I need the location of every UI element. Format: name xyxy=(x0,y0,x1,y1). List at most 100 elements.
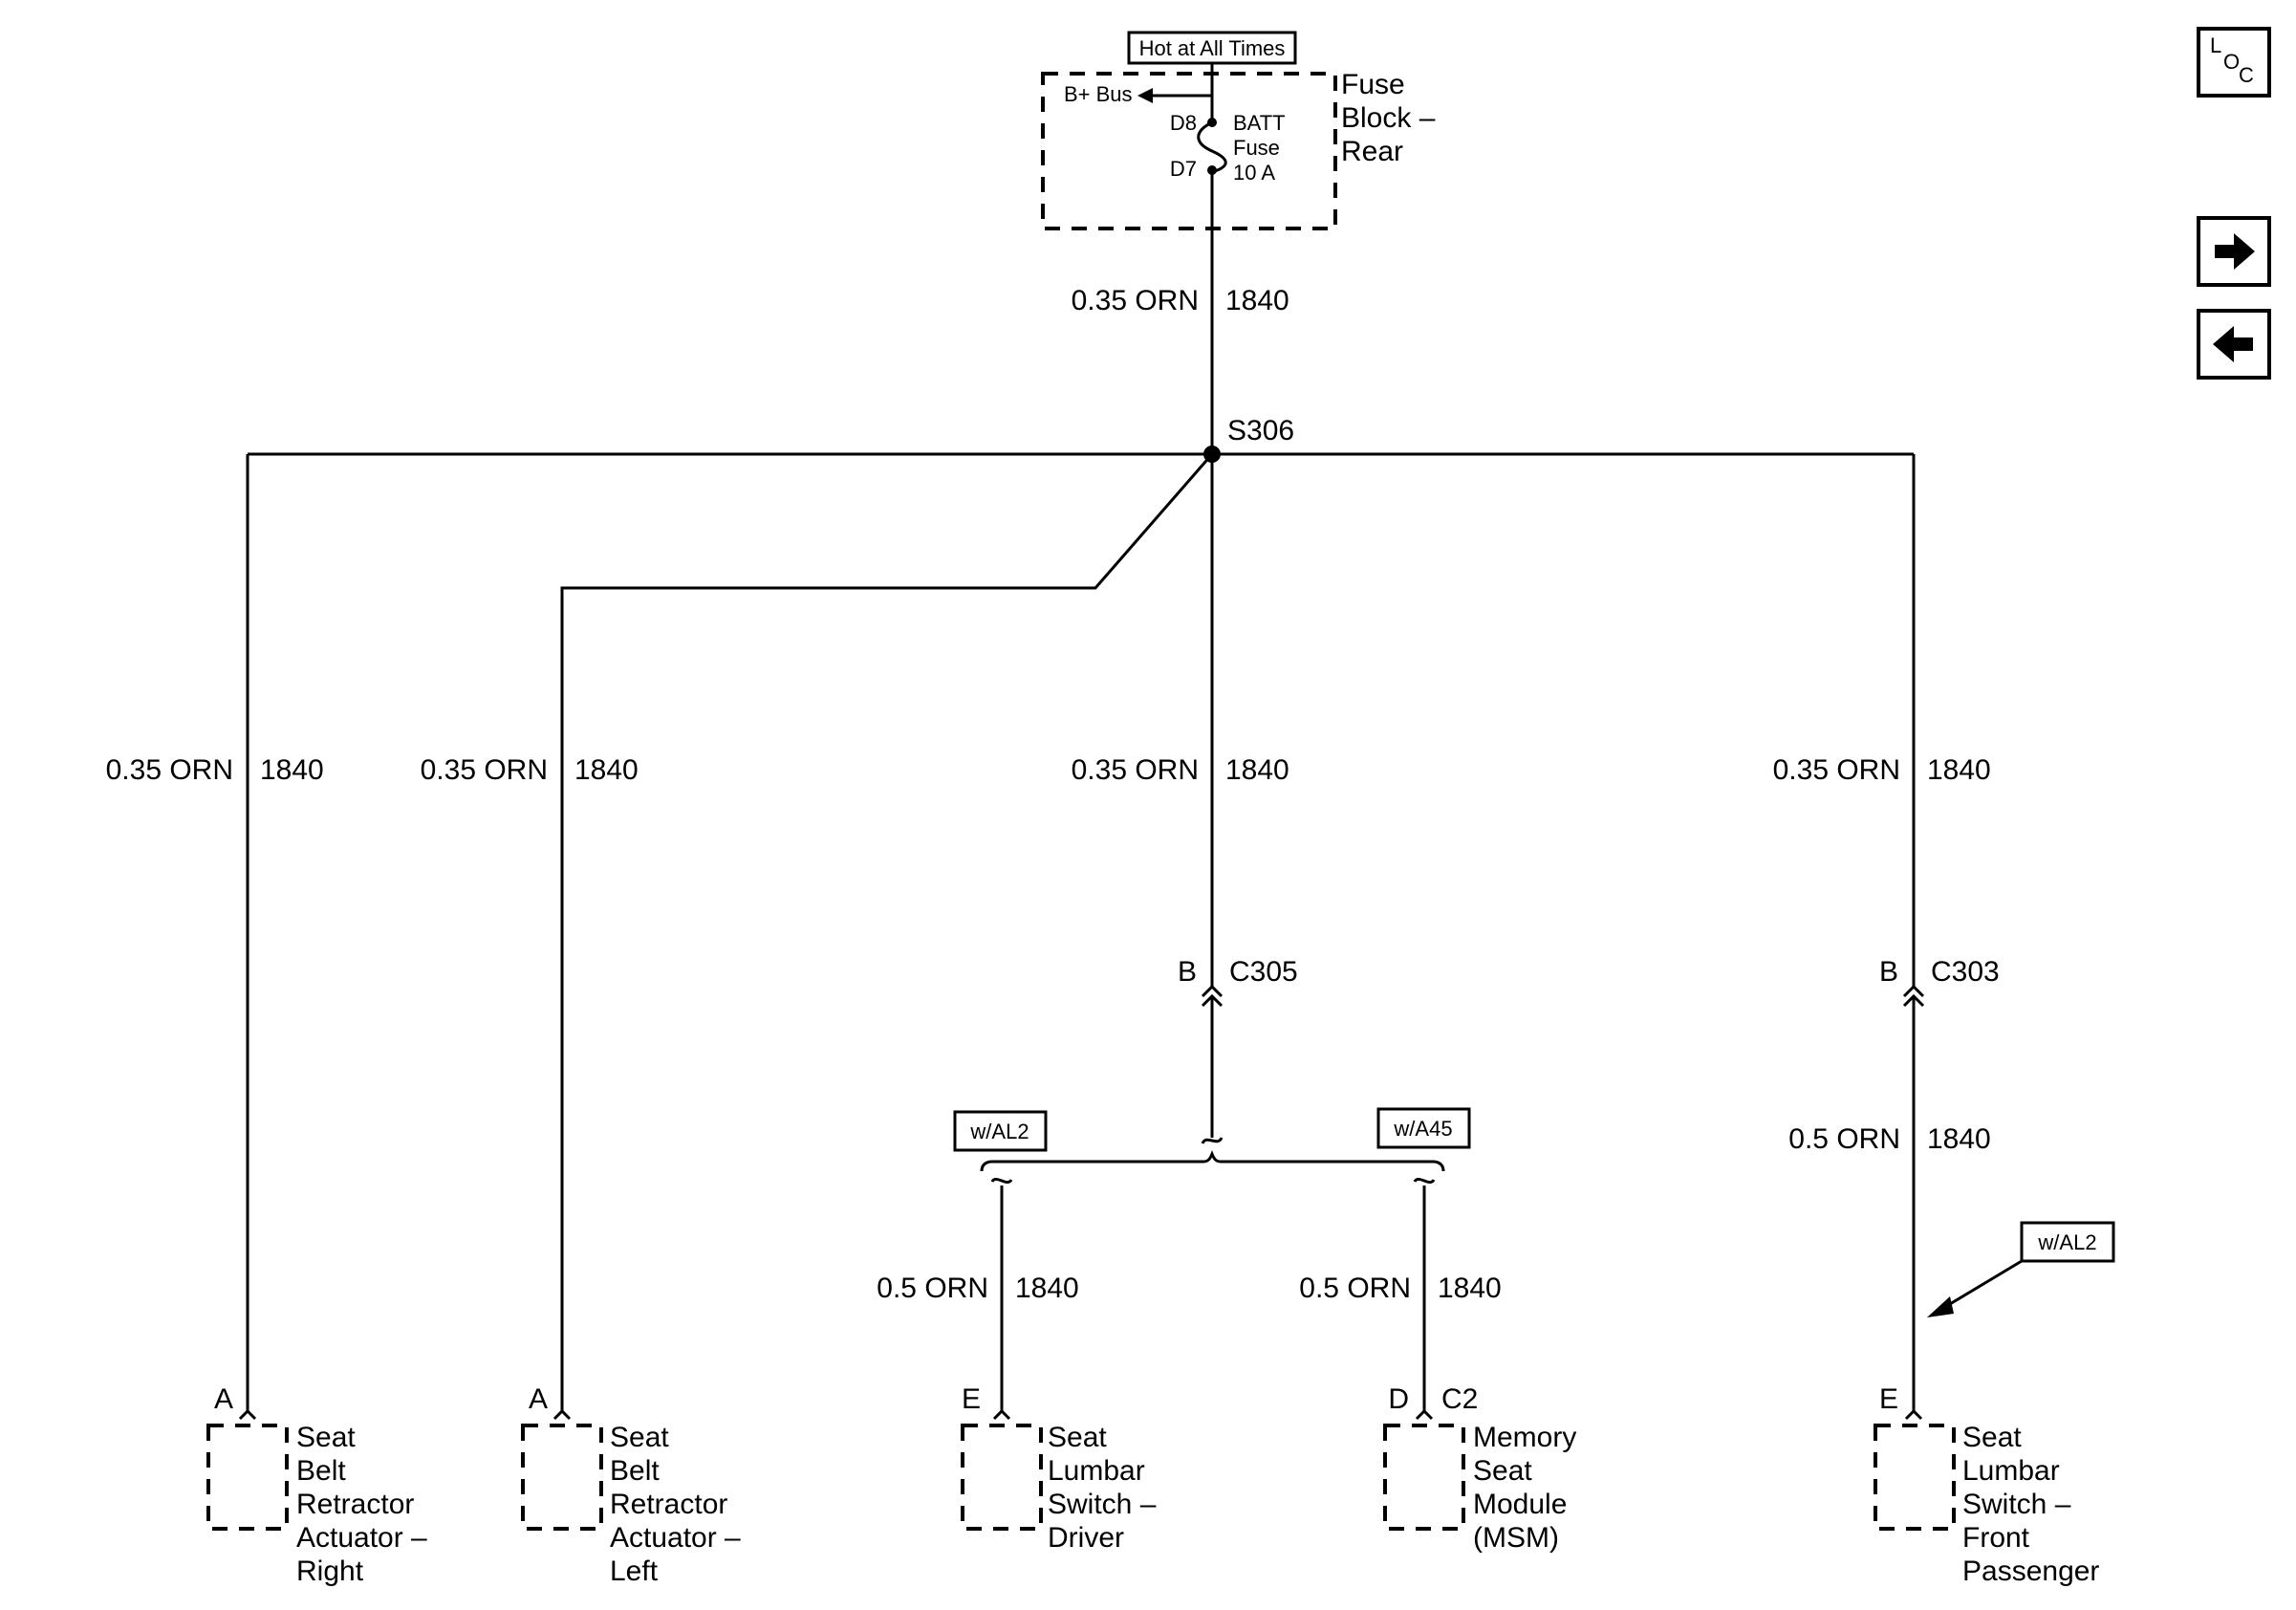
previous-page-button[interactable] xyxy=(2197,309,2271,380)
right-actuator-terminal-icon xyxy=(238,1408,257,1421)
center-circuit: 1840 xyxy=(1225,754,1289,786)
passenger-name-line5: Passenger xyxy=(1962,1556,2099,1587)
msm-box xyxy=(1383,1424,1465,1531)
msm-gauge: 0.5 ORN xyxy=(1299,1273,1411,1304)
driver-lumbar-box xyxy=(961,1424,1043,1531)
branch-driver-lumbar: 0.5 ORN 1840 E Seat Lumbar Switch – Driv… xyxy=(877,1177,1157,1554)
right-actuator-box xyxy=(206,1424,289,1531)
branch-left-actuator: 0.35 ORN 1840 A Seat Belt Retractor Actu… xyxy=(421,453,1214,1587)
right-actuator-name-line1: Seat xyxy=(296,1422,356,1453)
msm-option-label: w/A45 xyxy=(1393,1117,1452,1141)
hot-at-all-times-label: Hot at All Times xyxy=(1139,36,1286,60)
passenger-box xyxy=(1874,1424,1956,1531)
passenger-option-pointer xyxy=(1939,1259,2023,1312)
left-actuator-name-line2: Belt xyxy=(610,1455,660,1487)
driver-lumbar-name-line3: Switch – xyxy=(1048,1489,1157,1520)
right-actuator-name-line3: Retractor xyxy=(296,1489,414,1520)
left-actuator-box xyxy=(521,1424,603,1531)
driver-option-label: w/AL2 xyxy=(969,1120,1029,1143)
pin-d8-label: D8 xyxy=(1170,111,1197,135)
right-actuator-pin: A xyxy=(214,1383,233,1415)
right-actuator-circuit: 1840 xyxy=(260,754,324,786)
msm-option-box xyxy=(1376,1107,1471,1149)
driver-lumbar-terminal-icon xyxy=(992,1408,1011,1421)
center-gauge: 0.35 ORN xyxy=(1072,754,1199,786)
left-actuator-name-line1: Seat xyxy=(610,1422,669,1453)
driver-lumbar-circuit: 1840 xyxy=(1015,1273,1079,1304)
passenger-gauge-lower: 0.5 ORN xyxy=(1788,1123,1900,1155)
left-actuator-terminal-icon xyxy=(552,1408,572,1421)
left-actuator-pin: A xyxy=(529,1383,548,1415)
passenger-name-line3: Switch – xyxy=(1962,1489,2071,1520)
b-bus-arrow-icon xyxy=(1137,88,1153,103)
splice-s306-label: S306 xyxy=(1227,415,1294,446)
passenger-option-label: w/AL2 xyxy=(2037,1230,2096,1254)
left-actuator-wire xyxy=(560,453,1214,1411)
passenger-circuit-lower: 1840 xyxy=(1927,1123,1991,1155)
c305-pin: B xyxy=(1178,956,1197,988)
main-wire-circuit: 1840 xyxy=(1225,285,1289,316)
fuse-block-name-line2: Block – xyxy=(1341,102,1436,134)
fuse-block-name-line1: Fuse xyxy=(1341,69,1405,100)
passenger-name-line2: Lumbar xyxy=(1962,1455,2060,1487)
passenger-circuit-upper: 1840 xyxy=(1927,754,1991,786)
fuse-block-name-line3: Rear xyxy=(1341,136,1403,167)
loc-letter-l: L xyxy=(2210,33,2221,57)
arrow-left-icon xyxy=(2213,326,2253,362)
right-actuator-gauge: 0.35 ORN xyxy=(106,754,233,786)
loc-letter-o: O xyxy=(2223,50,2240,74)
driver-option-box xyxy=(953,1110,1048,1152)
arrow-right-icon xyxy=(2215,233,2255,270)
fuse-block: Hot at All Times B+ Bus D8 D7 BATT Fuse … xyxy=(1041,31,1436,230)
fuse-block-outline xyxy=(1041,72,1337,230)
msm-terminal-icon xyxy=(1415,1408,1434,1421)
c303-pin: B xyxy=(1879,956,1898,988)
c305-label: C305 xyxy=(1229,956,1298,988)
right-actuator-name-line4: Actuator – xyxy=(296,1522,427,1554)
driver-break-icon xyxy=(990,1177,1013,1185)
msm-name-line1: Memory xyxy=(1473,1422,1576,1453)
fuse-element-icon xyxy=(1197,120,1227,174)
passenger-gauge-upper: 0.35 ORN xyxy=(1773,754,1900,786)
driver-lumbar-name-line1: Seat xyxy=(1048,1422,1107,1453)
main-wire: 0.35 ORN 1840 S306 xyxy=(248,170,1914,463)
msm-name-line4: (MSM) xyxy=(1473,1522,1559,1554)
main-wire-gauge: 0.35 ORN xyxy=(1072,285,1199,316)
branch-center: 0.35 ORN 1840 B C305 w/AL2 w/A45 xyxy=(953,454,1471,1172)
fuse-word-label: Fuse xyxy=(1233,136,1280,160)
passenger-option-box xyxy=(2020,1221,2115,1263)
branch-memory-module: 0.5 ORN 1840 D C2 Memory Seat Module (MS… xyxy=(1299,1177,1576,1554)
msm-name-line2: Seat xyxy=(1473,1455,1532,1487)
pin-d7-label: D7 xyxy=(1170,157,1197,181)
passenger-name-line1: Seat xyxy=(1962,1422,2022,1453)
passenger-name-line4: Front xyxy=(1962,1522,2030,1554)
branch-right-actuator: 0.35 ORN 1840 A Seat Belt Retractor Actu… xyxy=(106,454,427,1587)
passenger-terminal-icon xyxy=(1904,1408,1923,1421)
branch-passenger: 0.35 ORN 1840 B C303 0.5 ORN 1840 w/AL2 … xyxy=(1773,454,2115,1587)
driver-lumbar-name-line4: Driver xyxy=(1048,1522,1124,1554)
option-split-bracket xyxy=(980,1149,1445,1172)
passenger-pin: E xyxy=(1879,1383,1898,1415)
loc-letter-c: C xyxy=(2239,63,2254,87)
left-actuator-gauge: 0.35 ORN xyxy=(421,754,548,786)
driver-lumbar-name-line2: Lumbar xyxy=(1048,1455,1145,1487)
right-actuator-name-line5: Right xyxy=(296,1556,364,1587)
loc-button-frame xyxy=(2197,27,2271,98)
fuse-rating-label: 10 A xyxy=(1233,161,1275,185)
left-actuator-circuit: 1840 xyxy=(574,754,639,786)
center-break-icon xyxy=(1201,1137,1224,1144)
msm-connector: C2 xyxy=(1441,1383,1478,1415)
c303-label: C303 xyxy=(1931,956,2000,988)
left-actuator-name-line4: Actuator – xyxy=(610,1522,741,1554)
driver-lumbar-pin: E xyxy=(962,1383,981,1415)
msm-name-line3: Module xyxy=(1473,1489,1567,1520)
right-actuator-name-line2: Belt xyxy=(296,1455,346,1487)
b-bus-label: B+ Bus xyxy=(1064,82,1133,106)
msm-break-icon xyxy=(1413,1177,1436,1185)
driver-lumbar-gauge: 0.5 ORN xyxy=(877,1273,988,1304)
msm-circuit: 1840 xyxy=(1438,1273,1502,1304)
fuse-name-label: BATT xyxy=(1233,111,1286,135)
loc-button[interactable]: L O C xyxy=(2197,27,2271,98)
next-page-button[interactable] xyxy=(2197,216,2271,287)
